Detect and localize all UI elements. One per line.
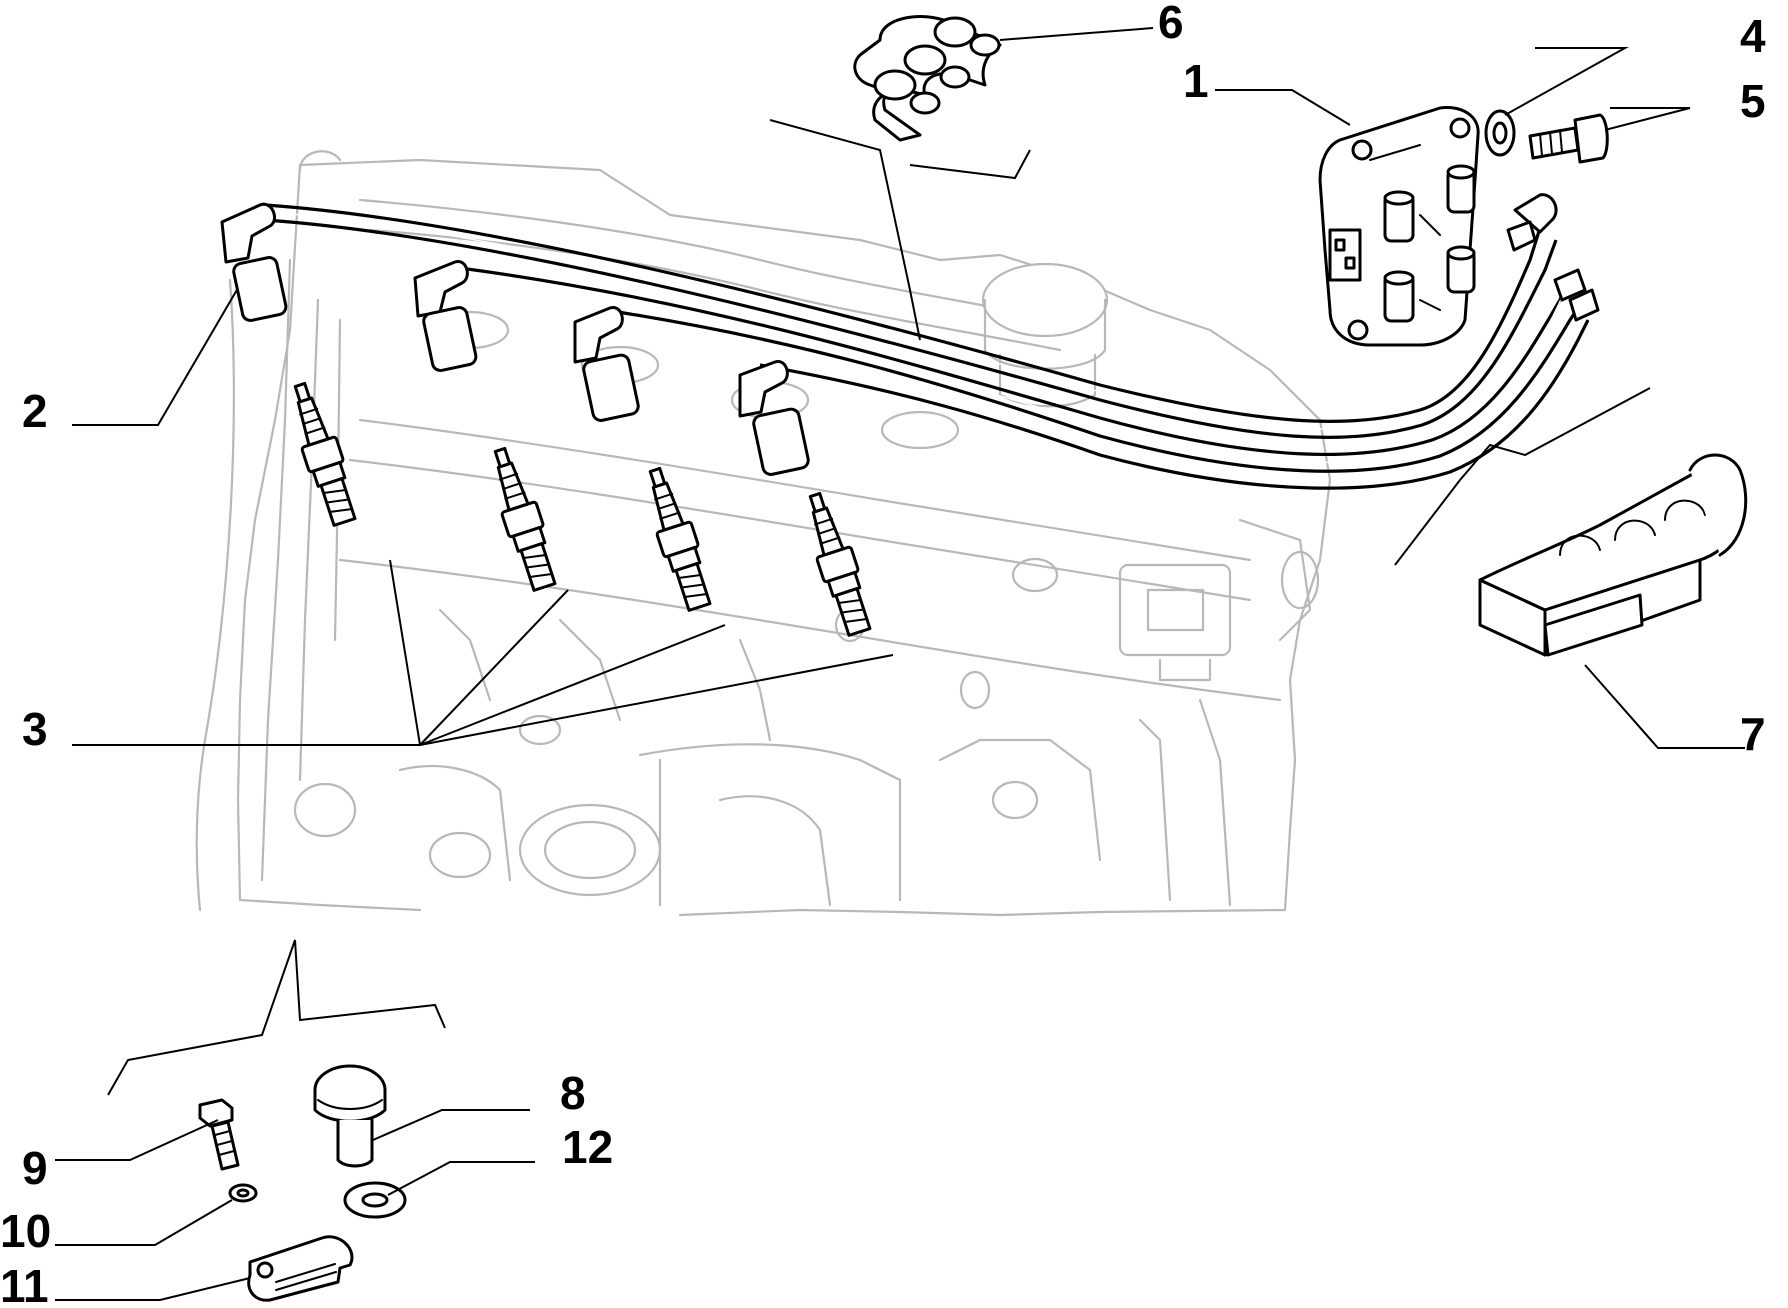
callout-4: 4 (1740, 10, 1766, 62)
leader-lines (55, 27, 1745, 1301)
engine-block-ghost-icon (195, 150, 1332, 917)
ignition-lead-set-icon (220, 193, 1600, 490)
callout-11: 11 (0, 1260, 49, 1308)
bolt-icon (1528, 113, 1609, 164)
bolt-icon (198, 1098, 240, 1171)
callout-9: 9 (22, 1142, 48, 1194)
callout-5: 5 (1740, 75, 1766, 127)
callout-1: 1 (1183, 55, 1209, 107)
lead-clip-icon (247, 1235, 354, 1302)
lead-support-bracket-icon (1478, 453, 1748, 657)
sensor-icon (313, 1064, 387, 1168)
washer-icon (1484, 109, 1516, 157)
callout-3: 3 (22, 703, 48, 755)
callout-7: 7 (1740, 708, 1766, 760)
callout-10: 10 (0, 1205, 51, 1257)
callout-12: 12 (562, 1121, 613, 1173)
washer-icon (343, 1181, 407, 1219)
lead-clip-icon (853, 15, 1002, 142)
callout-8: 8 (560, 1067, 586, 1119)
washer-icon (228, 1183, 258, 1203)
spark-plug-icon (293, 381, 872, 637)
ignition-coil-icon (1318, 105, 1480, 347)
callout-2: 2 (22, 385, 48, 437)
callout-6: 6 (1158, 0, 1184, 48)
